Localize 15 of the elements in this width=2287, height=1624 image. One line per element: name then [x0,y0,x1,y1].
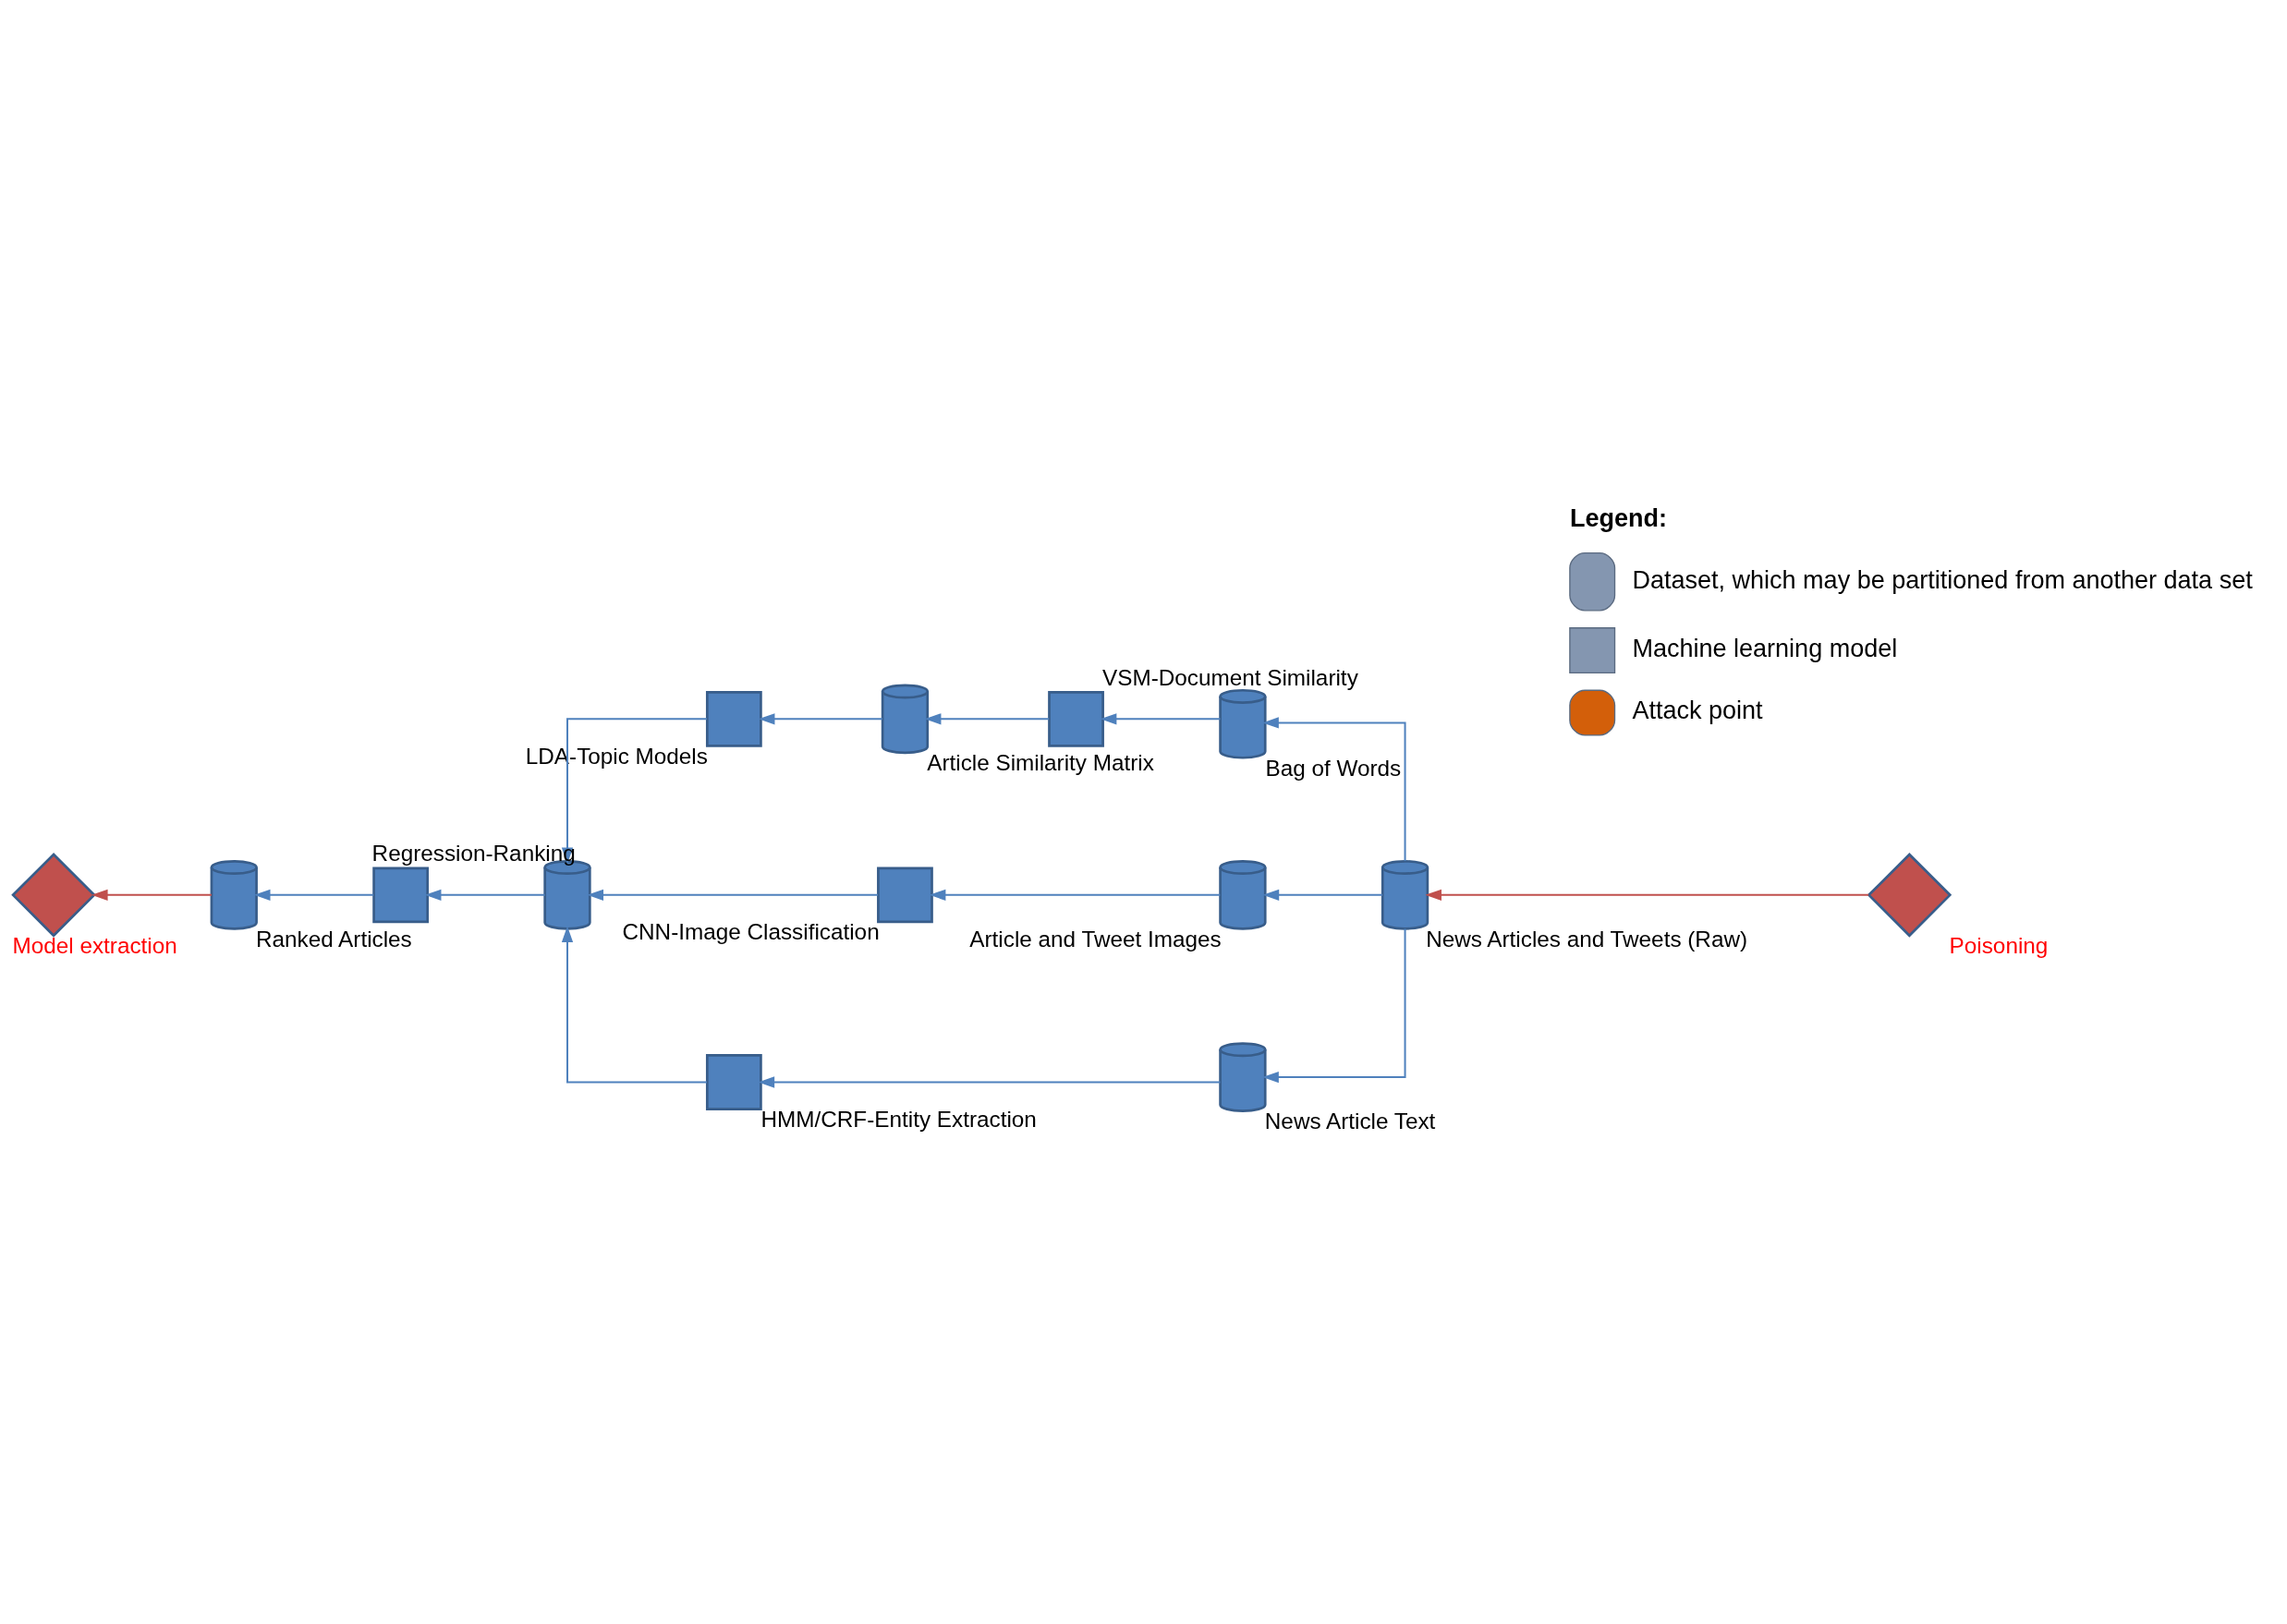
legend-label: Attack point [1632,697,1763,725]
label: Legend: [1569,504,1667,533]
node-label: Poisoning [1949,933,2049,959]
node-label: Article and Tweet Images [969,926,1222,951]
node-label: Model extraction [12,933,177,959]
node-label: News Articles and Tweets (Raw) [1426,926,1748,951]
legend-label: Machine learning model [1632,634,1898,662]
legend-label: Dataset, which may be partitioned from another data set [1632,565,2253,594]
node-label: News Article Text [1264,1109,1436,1134]
node-label: HMM/CRF-Entity Extraction [760,1107,1037,1132]
node-label: Ranked Articles [255,926,412,951]
node-label: VSM-Document Similarity [1102,664,1358,690]
node-label: Bag of Words [1265,755,1402,781]
node-label: Article Similarity Matrix [927,750,1154,776]
node-label: CNN-Image Classification [622,919,880,945]
